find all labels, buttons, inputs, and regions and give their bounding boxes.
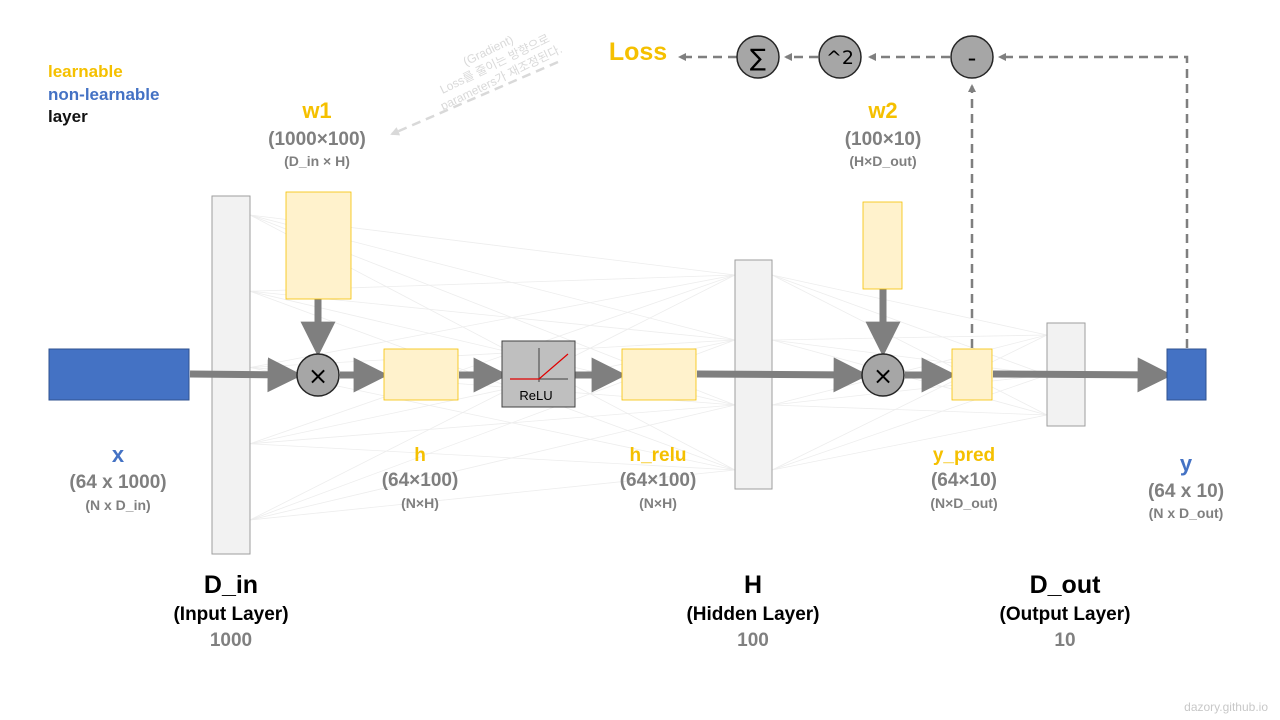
hidden-layer-size: 100 [737, 630, 769, 651]
dashed-y-to-minus [998, 53, 1189, 348]
multiply-symbol: × [873, 362, 893, 390]
y-dims: (N x D_out) [1148, 505, 1224, 521]
mesh-line [771, 374, 1048, 471]
mesh-line [771, 274, 1048, 376]
w2-name: w2 [868, 98, 898, 123]
h-dims: (N×H) [401, 495, 439, 511]
relu-block: ReLU [501, 340, 576, 408]
mesh-line [771, 374, 1048, 406]
arrow-ypred-to-y [992, 357, 1173, 393]
mesh-line [771, 339, 1048, 376]
y-box [1166, 348, 1207, 401]
mesh-line [771, 414, 1048, 471]
minus-node: - [950, 35, 994, 79]
hidden-layer-name: H [743, 571, 763, 599]
output-layer-desc: (Output Layer) [999, 604, 1131, 625]
legend-layer: layer [48, 107, 88, 126]
h-relu-shape: (64×100) [619, 470, 697, 491]
arrow-hrelu-to-mult2 [696, 357, 869, 393]
output-layer-size: 10 [1054, 630, 1076, 651]
h-relu-name: h_relu [629, 445, 687, 466]
mesh-line [249, 404, 736, 445]
mesh-line [771, 334, 1048, 471]
input-layer-desc: (Input Layer) [173, 604, 289, 625]
y-shape: (64 x 10) [1147, 481, 1225, 502]
sum-symbol: ∑ [750, 44, 766, 72]
mesh-line [771, 404, 1048, 416]
w1-shape: (1000×100) [268, 129, 366, 150]
mesh-line [249, 404, 736, 521]
watermark: dazory.github.io [1184, 700, 1268, 714]
mesh-line [771, 334, 1048, 406]
legend-non-learnable: non-learnable [48, 85, 160, 104]
multiply-node-2: × [861, 353, 905, 397]
loss-label: Loss [608, 38, 668, 66]
y-pred-shape: (64×10) [930, 470, 998, 491]
y-pred-name: y_pred [932, 445, 996, 466]
gradient-arrow [390, 60, 559, 136]
h-box [383, 348, 459, 401]
legend-learnable: learnable [48, 62, 123, 81]
mesh-line [249, 443, 736, 471]
x-box [48, 348, 190, 401]
arrow-x-to-mult1 [189, 357, 303, 393]
mesh-line [249, 274, 736, 521]
multiply-node-1: × [296, 353, 340, 397]
w2-box [862, 201, 903, 290]
y-pred-box [951, 348, 993, 401]
hidden-layer-desc: (Hidden Layer) [686, 604, 820, 625]
w1-box [285, 191, 352, 300]
y-name: y [1179, 451, 1193, 476]
multiply-symbol: × [308, 362, 328, 390]
output-layer-name: D_out [1029, 571, 1101, 599]
h-relu-dims: (N×H) [639, 495, 677, 511]
x-shape: (64 x 1000) [69, 472, 167, 493]
input-layer-name: D_in [203, 571, 259, 599]
h-name: h [414, 445, 426, 466]
square-node: ^2 [818, 35, 862, 79]
h-shape: (64×100) [381, 470, 459, 491]
input-layer-size: 1000 [209, 630, 253, 651]
y-pred-dims: (N×D_out) [930, 495, 998, 511]
square-symbol: ^2 [826, 47, 854, 69]
relu-label: ReLU [519, 388, 552, 403]
w2-dims: (H×D_out) [849, 153, 917, 169]
mesh-line [771, 274, 1048, 416]
mesh-line [771, 334, 1048, 341]
w1-name: w1 [302, 98, 332, 123]
x-dims: (N x D_in) [85, 497, 151, 513]
w1-dims: (D_in × H) [284, 153, 350, 169]
minus-symbol: - [968, 44, 977, 72]
mesh-line [771, 274, 1048, 336]
w2-shape: (100×10) [844, 129, 922, 150]
sum-node: ∑ [736, 35, 780, 79]
mesh-line [249, 469, 736, 521]
x-name: x [111, 442, 125, 467]
h-relu-box [621, 348, 697, 401]
